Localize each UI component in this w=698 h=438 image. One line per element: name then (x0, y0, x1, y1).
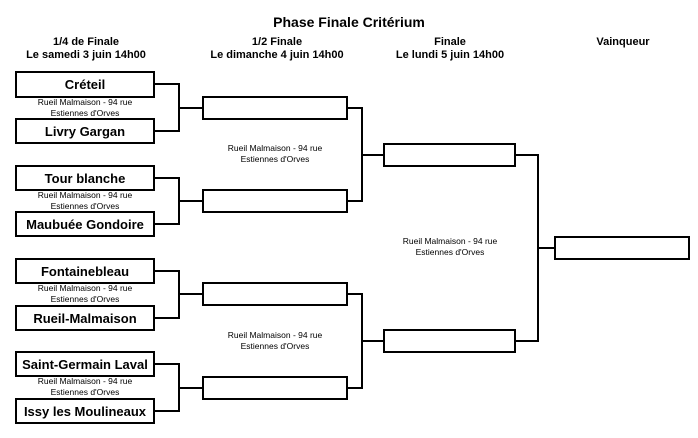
team-name: Fontainebleau (40, 263, 130, 279)
final-round-name: Finale (434, 36, 466, 48)
connector-qf2 (155, 177, 180, 225)
team-name: Créteil (64, 77, 106, 92)
team-name: Maubuée Gondoire (26, 216, 144, 232)
final-venue: Rueil Malmaison - 94 rue Estiennes d'Orv… (402, 236, 498, 257)
team-box-8: Issy les Moulineaux (15, 398, 155, 424)
semifinal-header: 1/2 Finale Le dimanche 4 juin 14h00 (184, 36, 370, 62)
winner-header: Vainqueur (556, 36, 690, 49)
quarterfinal-round-date: Le samedi 3 juin 14h00 (26, 49, 146, 61)
semifinal-slot-4 (202, 376, 348, 400)
quarterfinal-venue-1: Rueil Malmaison - 94 rue Estiennes d'Orv… (37, 97, 133, 118)
semifinal-slot-2 (202, 189, 348, 213)
semifinal-slot-1 (202, 96, 348, 120)
connector-qf4 (155, 363, 180, 412)
team-box-2: Livry Gargan (15, 118, 155, 144)
semifinal-venue-2: Rueil Malmaison - 94 rue Estiennes d'Orv… (227, 330, 323, 351)
connector-qf3 (155, 270, 180, 319)
team-name: Livry Gargan (44, 123, 126, 139)
connector-sf1 (348, 107, 363, 202)
final-slot-2 (383, 329, 516, 353)
team-box-4: Maubuée Gondoire (15, 211, 155, 237)
team-box-7: Saint-Germain Laval (15, 351, 155, 377)
team-box-1: Créteil (15, 71, 155, 98)
quarterfinal-round-name: 1/4 de Finale (52, 36, 120, 48)
quarterfinal-venue-3: Rueil Malmaison - 94 rue Estiennes d'Orv… (37, 283, 133, 304)
team-box-6: Rueil-Malmaison (15, 305, 155, 331)
team-box-3: Tour blanche (15, 165, 155, 191)
team-name: Saint-Germain Laval (22, 356, 148, 372)
semifinal-round-name: 1/2 Finale (251, 36, 303, 48)
connector-sf2 (348, 293, 363, 389)
winner-slot (554, 236, 690, 260)
quarterfinal-header: 1/4 de Finale Le samedi 3 juin 14h00 (0, 36, 172, 62)
winner-round-name: Vainqueur (596, 36, 650, 48)
team-name: Rueil-Malmaison (33, 310, 137, 326)
semifinal-round-date: Le dimanche 4 juin 14h00 (210, 49, 344, 61)
quarterfinal-venue-2: Rueil Malmaison - 94 rue Estiennes d'Orv… (37, 190, 133, 211)
quarterfinal-venue-4: Rueil Malmaison - 94 rue Estiennes d'Orv… (37, 376, 133, 397)
team-name: Tour blanche (44, 170, 126, 186)
final-header: Finale Le lundi 5 juin 14h00 (370, 36, 530, 62)
team-box-5: Fontainebleau (15, 258, 155, 284)
final-slot-1 (383, 143, 516, 167)
semifinal-slot-3 (202, 282, 348, 306)
team-name: Issy les Moulineaux (23, 403, 147, 419)
connector-qf1 (155, 83, 180, 132)
final-round-date: Le lundi 5 juin 14h00 (395, 49, 505, 61)
semifinal-venue-1: Rueil Malmaison - 94 rue Estiennes d'Orv… (227, 143, 323, 164)
bracket-title: Phase Finale Critérium (273, 14, 425, 30)
